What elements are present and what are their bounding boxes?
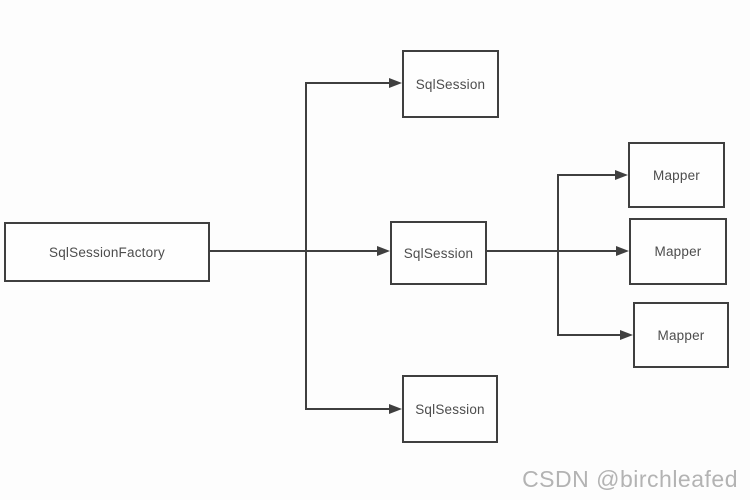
- connector-left-trunk: [305, 82, 307, 410]
- node-label: Mapper: [657, 327, 705, 343]
- arrowhead-icon: [377, 246, 390, 256]
- node-sqlsessionfactory: SqlSessionFactory: [4, 222, 210, 282]
- node-mapper-bottom: Mapper: [633, 302, 729, 368]
- node-label: SqlSession: [415, 76, 486, 92]
- node-mapper-middle: Mapper: [629, 218, 727, 285]
- connector-branch-mapper-top: [558, 174, 616, 176]
- node-mapper-top: Mapper: [628, 142, 725, 208]
- node-label: SqlSessionFactory: [49, 244, 165, 260]
- arrowhead-icon: [389, 404, 402, 414]
- node-label: Mapper: [654, 244, 702, 259]
- watermark: CSDN @birchleafed: [522, 466, 738, 492]
- node-label: SqlSession: [403, 245, 474, 261]
- connector-session-to-trunk: [487, 250, 617, 252]
- arrowhead-icon: [615, 170, 628, 180]
- node-sqlsession-bottom: SqlSession: [402, 375, 498, 443]
- node-sqlsession-middle: SqlSession: [390, 221, 487, 285]
- connector-right-trunk: [557, 174, 559, 336]
- arrowhead-icon: [620, 330, 633, 340]
- node-label: Mapper: [653, 167, 700, 183]
- arrowhead-icon: [616, 246, 629, 256]
- connector-branch-mapper-bottom: [558, 334, 621, 336]
- arrowhead-icon: [389, 78, 402, 88]
- connector-branch-session-top: [306, 82, 392, 84]
- node-sqlsession-top: SqlSession: [402, 50, 499, 118]
- node-label: SqlSession: [415, 401, 485, 417]
- connector-branch-session-bottom: [306, 408, 392, 410]
- connector-factory-to-trunk: [210, 250, 380, 252]
